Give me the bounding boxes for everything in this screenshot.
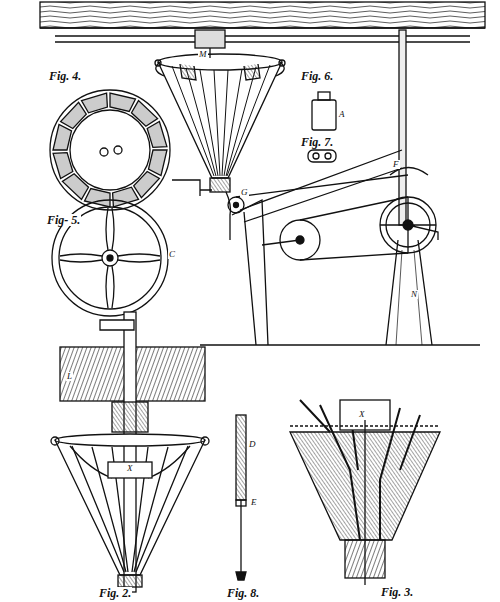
segment: [149, 150, 168, 176]
segment: [147, 122, 167, 148]
segment: [134, 172, 160, 198]
segment: [113, 187, 139, 207]
segment: [110, 93, 136, 112]
callout-letter: C: [168, 250, 176, 259]
callout-letter: L: [66, 372, 73, 381]
figure-label: Fig. 4.: [48, 70, 82, 82]
segment: [62, 174, 88, 200]
callout-letter: M: [198, 50, 208, 59]
segment: [53, 125, 72, 151]
segment: [53, 153, 73, 179]
callout-letter: X: [126, 464, 134, 473]
figure-label: Fig. 6.: [300, 70, 334, 82]
figure-label: Fig. 8.: [226, 587, 260, 599]
callout-letter: F: [392, 160, 400, 169]
figure-label: Fig. 7.: [300, 136, 334, 148]
callout-letter: E: [250, 498, 258, 507]
callout-letter: D: [248, 440, 257, 449]
segment: [61, 102, 87, 128]
figure-label: Fig. 3.: [380, 586, 414, 598]
callout-letter: A: [338, 110, 346, 119]
callout-letter: X: [358, 410, 366, 419]
figure-label: Fig- 5.: [46, 214, 81, 226]
callout-letter: G: [240, 188, 249, 197]
callout-letter: N: [410, 290, 418, 299]
figure-label: Fig. 2.: [98, 587, 132, 599]
segment: [132, 101, 158, 127]
segment: [82, 93, 108, 113]
